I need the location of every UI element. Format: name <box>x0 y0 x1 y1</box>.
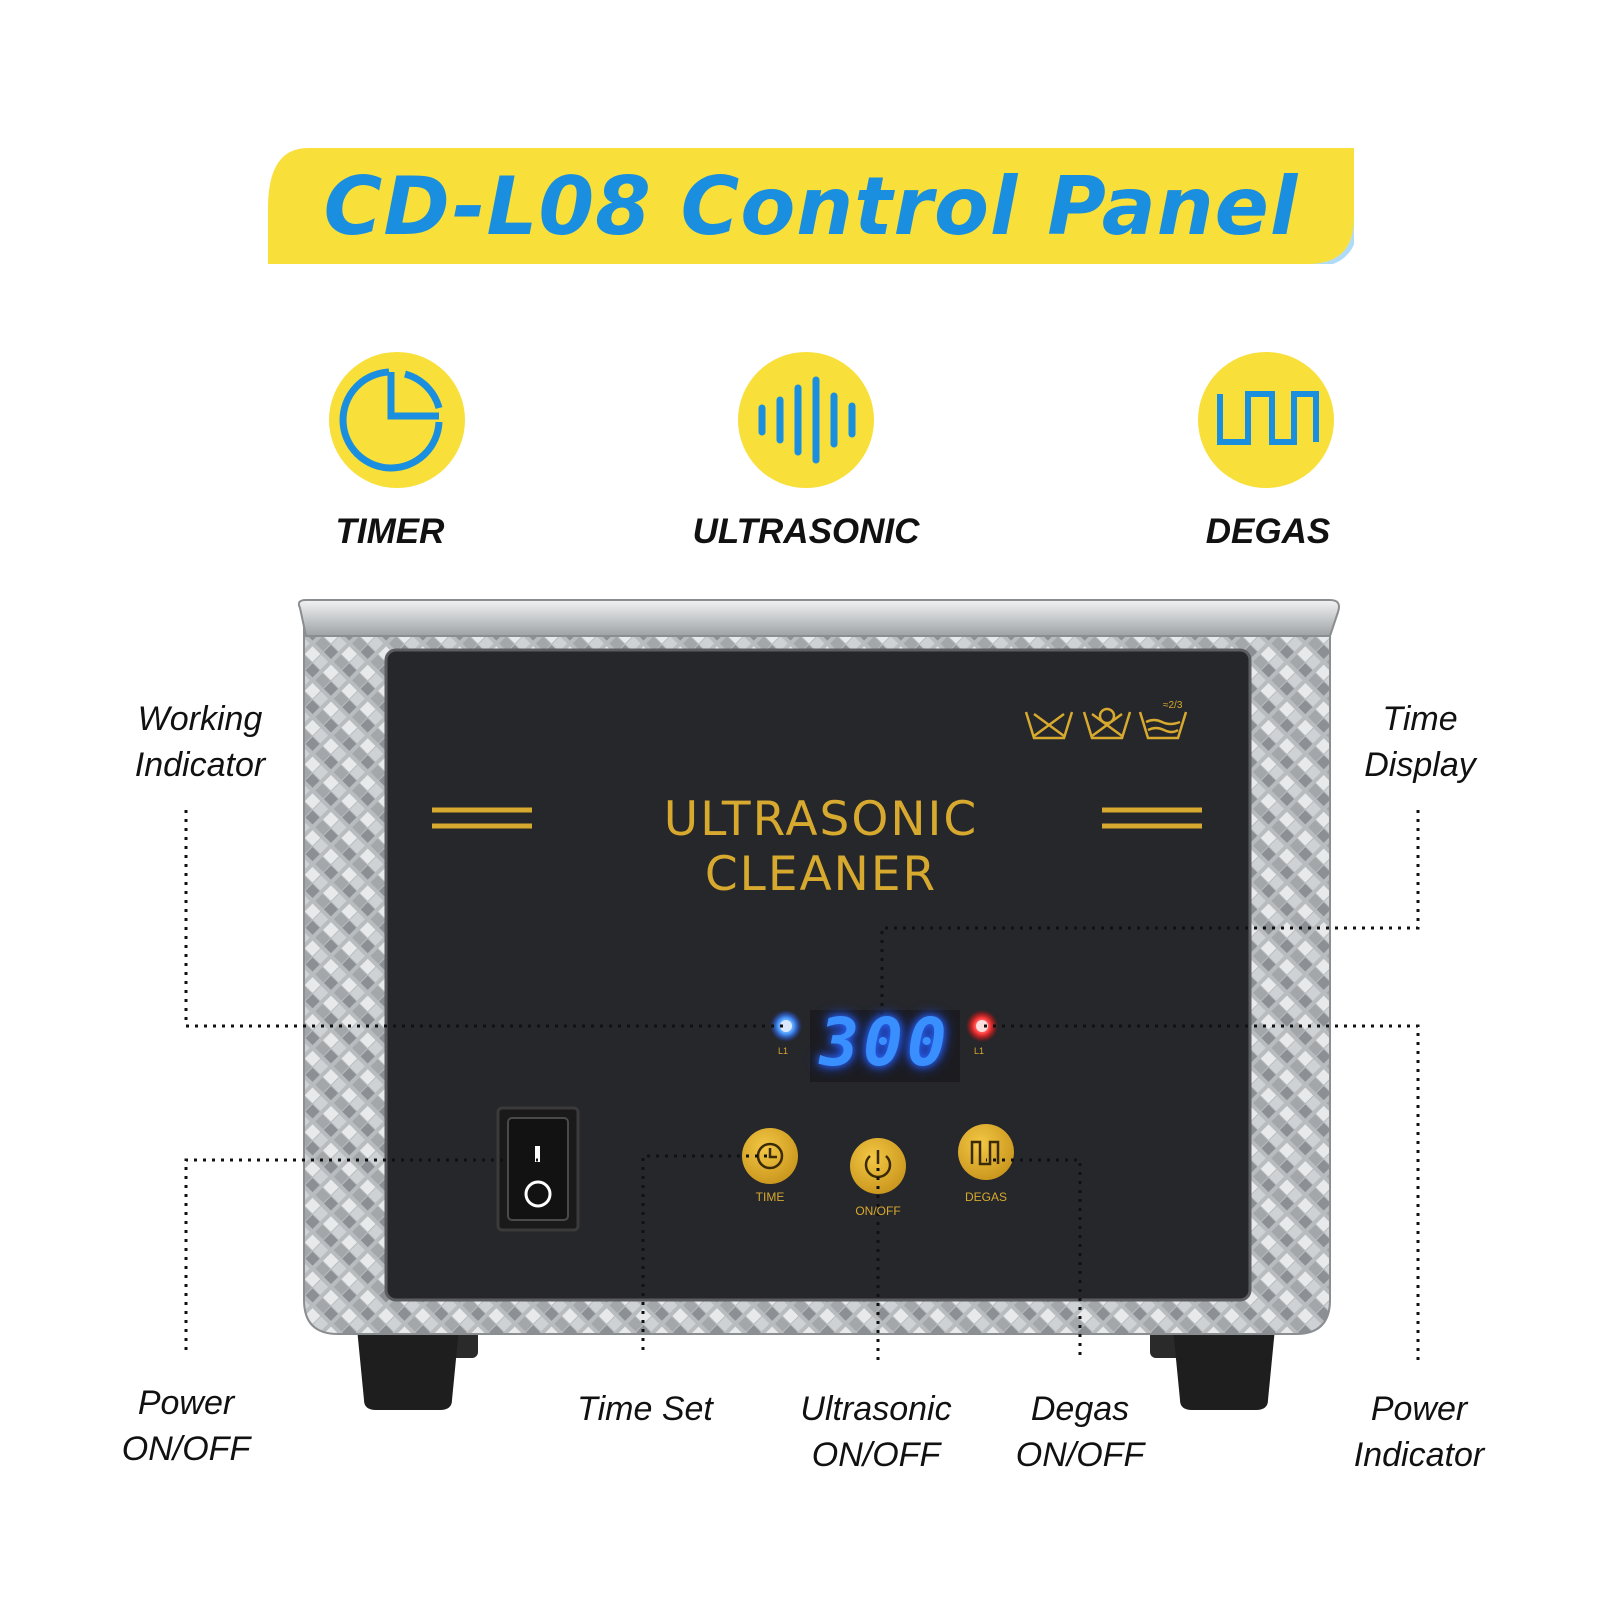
square-wave-icon <box>1198 352 1334 488</box>
timer-icon <box>329 352 465 488</box>
feature-label-degas: DEGAS <box>1205 512 1331 551</box>
page-title: CD-L08 Control Panel <box>323 159 1299 253</box>
degas-button[interactable] <box>958 1124 1014 1180</box>
title-banner <box>268 148 1354 264</box>
onoff-button[interactable] <box>850 1138 906 1194</box>
working-indicator-label: L1 <box>778 1046 789 1056</box>
lid-rim <box>297 599 1340 637</box>
onoff-button-label: ON/OFF <box>855 1204 901 1218</box>
feature-label-timer: TIMER <box>335 512 445 551</box>
control-panel <box>384 648 1252 1302</box>
display-window <box>810 1010 960 1082</box>
feature-degas <box>1196 350 1336 495</box>
callout-leaders <box>184 810 1420 1360</box>
ultrasonic-wave-icon <box>738 352 874 488</box>
foot-front-left <box>356 1318 460 1410</box>
power-rocker-switch[interactable] <box>507 1117 569 1221</box>
feature-timer <box>327 350 467 495</box>
power-indicator-label: L1 <box>974 1046 985 1056</box>
foot-front-right <box>1172 1318 1276 1410</box>
feature-ultrasonic <box>736 350 876 495</box>
care-symbols-icon <box>1024 707 1188 740</box>
panel-title: ULTRASONIC CLEANER <box>663 792 979 902</box>
time-display-value: 300 <box>819 1004 951 1081</box>
callout-time-set: Time Set <box>577 1390 713 1428</box>
degas-button-label: DEGAS <box>964 1190 1007 1204</box>
time-button[interactable] <box>742 1128 798 1184</box>
time-button-label: TIME <box>755 1190 785 1204</box>
title-stripes-left <box>432 807 532 829</box>
svg-text:≈2/3: ≈2/3 <box>1163 700 1183 711</box>
title-stripes-right <box>1102 807 1202 829</box>
feature-label-ultrasonic: ULTRASONIC <box>692 512 920 551</box>
